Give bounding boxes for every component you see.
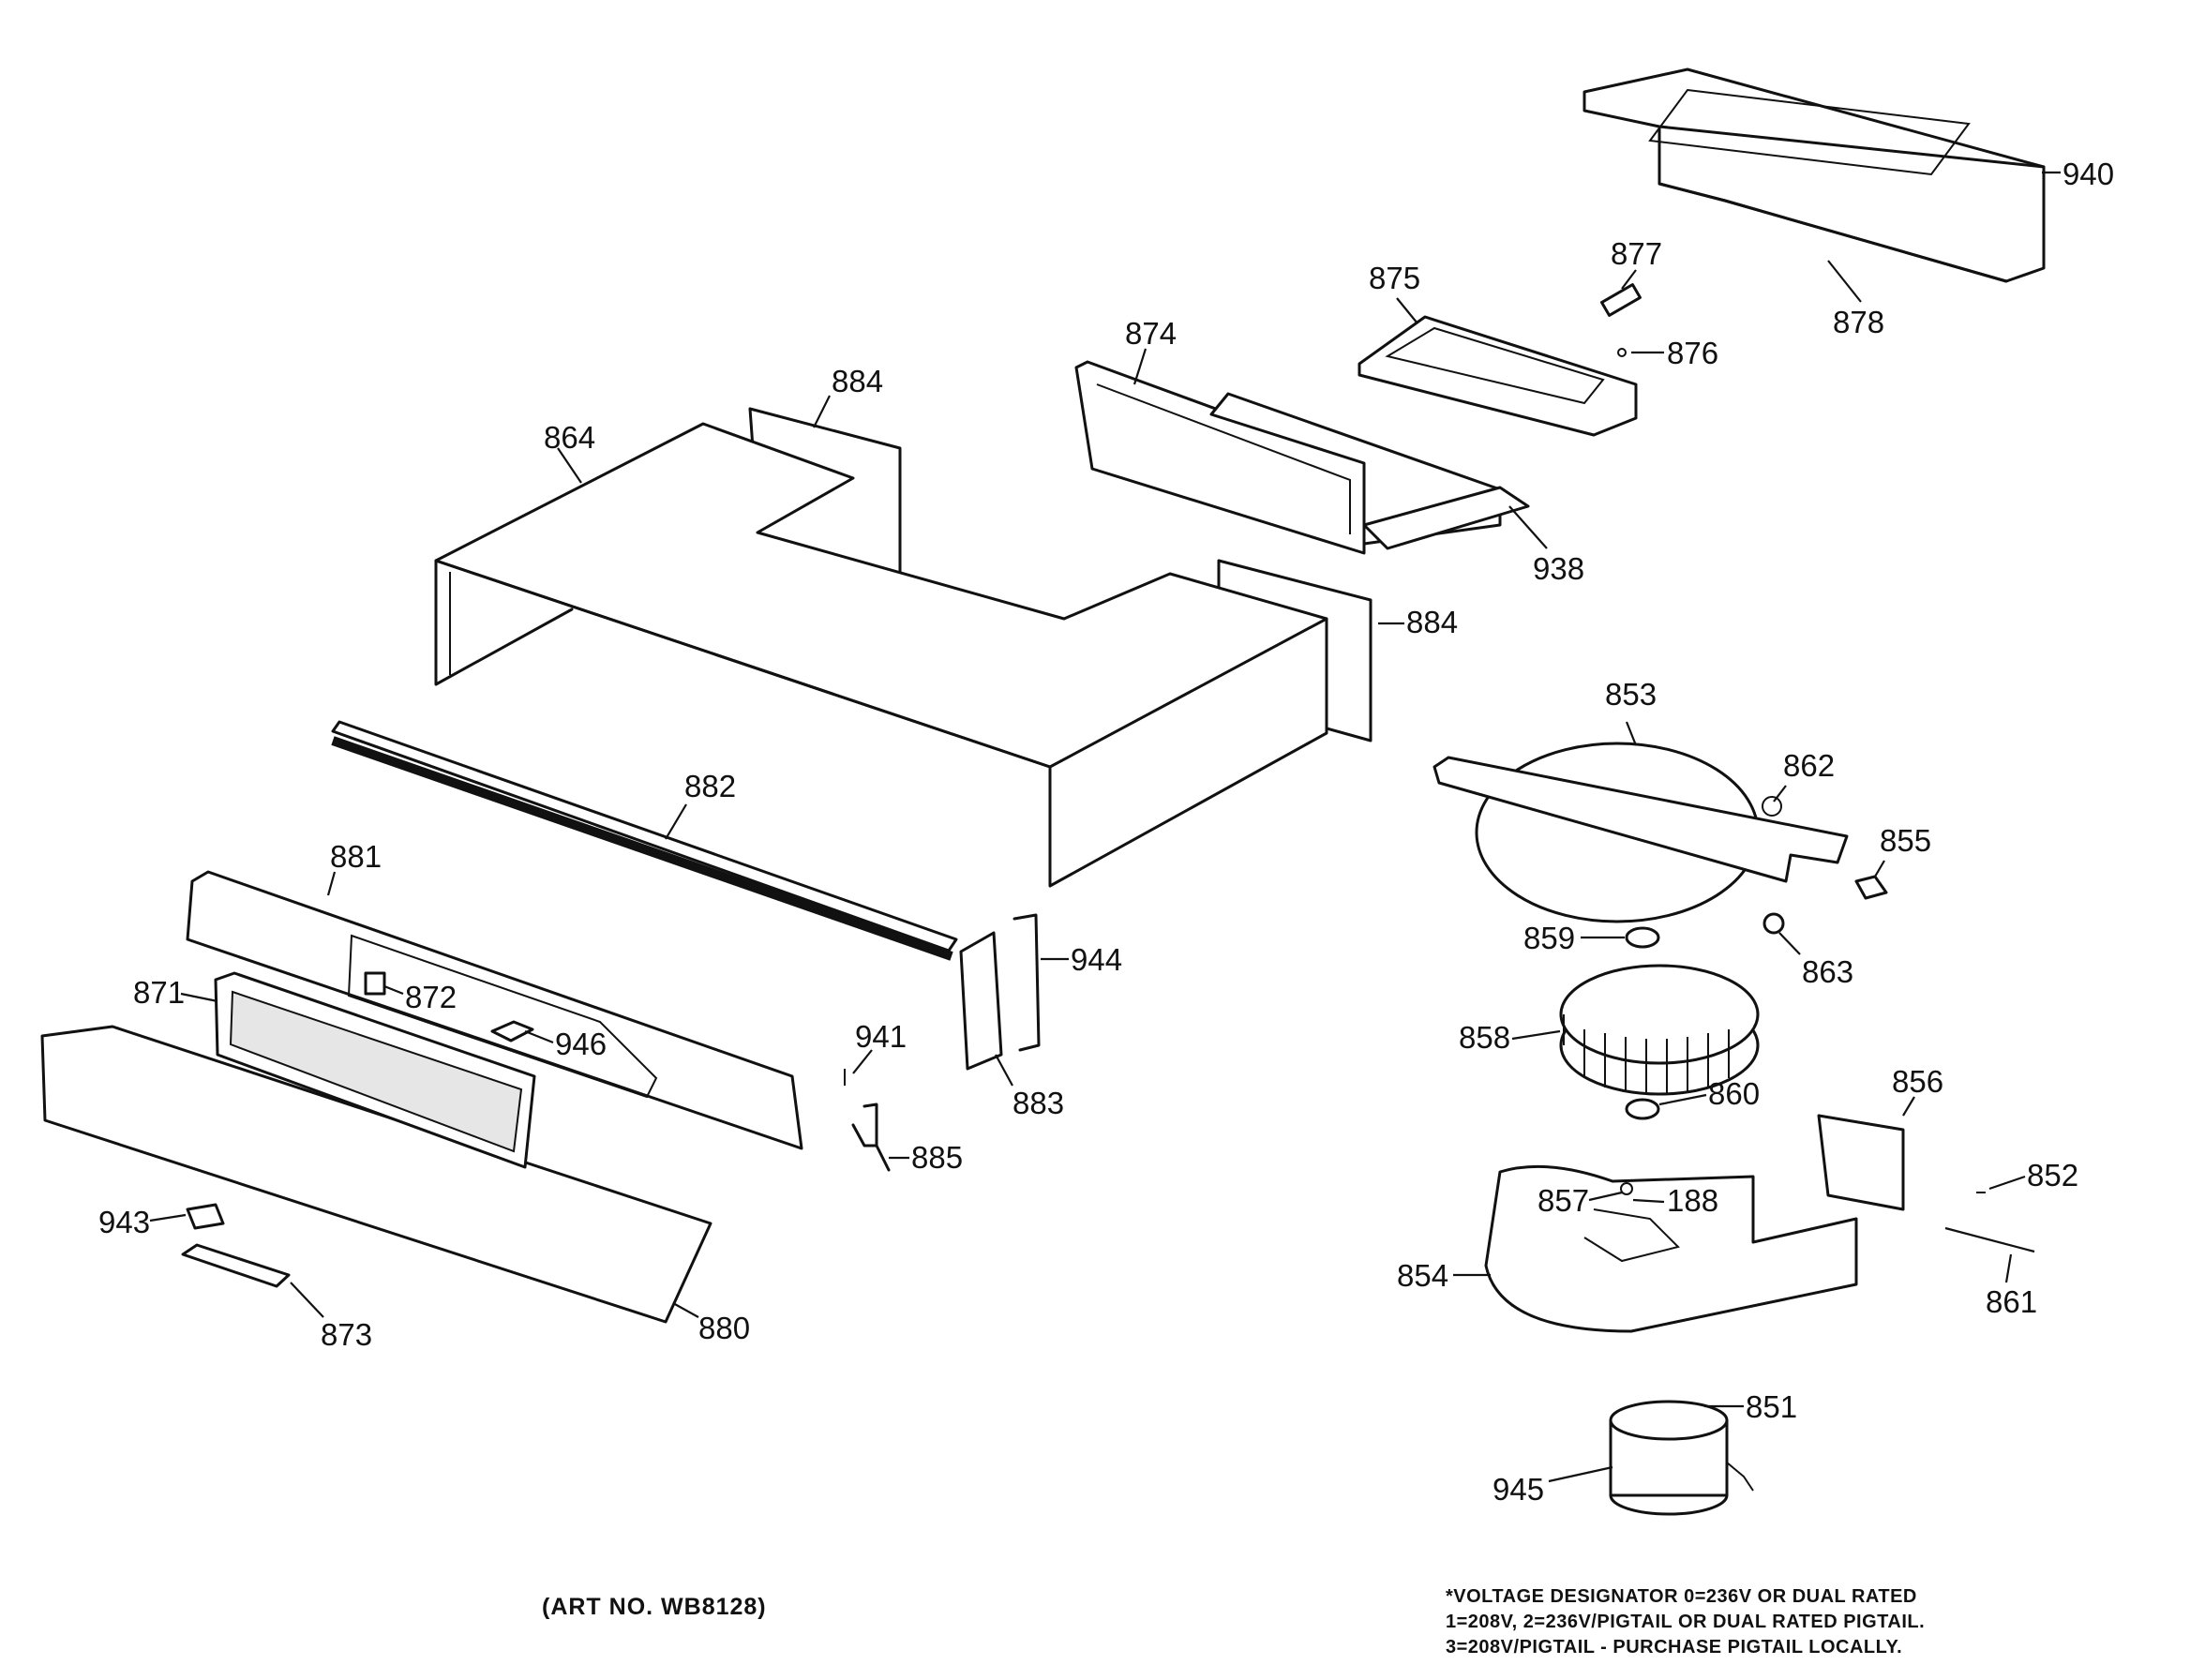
label-863: 863 bbox=[1802, 954, 1853, 989]
label-941: 941 bbox=[855, 1019, 907, 1054]
part-labels: 940 878 877 875 876 874 938 884 884 864 … bbox=[98, 157, 2114, 1507]
part-860-washer bbox=[1625, 1098, 1660, 1120]
leader-lines bbox=[149, 171, 2061, 1483]
label-881: 881 bbox=[330, 839, 382, 874]
part-871-window bbox=[214, 971, 536, 1169]
part-876-screw bbox=[1617, 348, 1627, 357]
label-943: 943 bbox=[98, 1205, 150, 1239]
label-861: 861 bbox=[1986, 1284, 2037, 1319]
label-878: 878 bbox=[1833, 305, 1884, 339]
label-188: 188 bbox=[1667, 1183, 1718, 1218]
label-946: 946 bbox=[555, 1027, 607, 1061]
part-864-cabinet bbox=[434, 422, 1328, 888]
part-880-front-trim bbox=[40, 1025, 712, 1324]
label-852: 852 bbox=[2027, 1158, 2078, 1192]
part-858-blower-wheel bbox=[1559, 964, 1760, 1096]
label-873: 873 bbox=[321, 1317, 372, 1352]
part-877-pin bbox=[1600, 283, 1642, 317]
label-945: 945 bbox=[1492, 1472, 1544, 1507]
voltage-note-line-2: 1=208V, 2=236V/PIGTAIL OR DUAL RATED PIG… bbox=[1446, 1612, 1926, 1632]
label-876: 876 bbox=[1667, 336, 1718, 370]
part-944-handle bbox=[1012, 913, 1041, 1052]
label-855: 855 bbox=[1880, 823, 1931, 858]
part-943-clip bbox=[186, 1203, 225, 1230]
label-872: 872 bbox=[405, 980, 457, 1014]
label-875: 875 bbox=[1369, 261, 1420, 295]
part-863-grommet bbox=[1762, 912, 1785, 935]
label-882: 882 bbox=[684, 769, 736, 803]
label-885: 885 bbox=[911, 1140, 963, 1175]
part-881-control-panel bbox=[186, 870, 803, 1150]
label-874: 874 bbox=[1125, 316, 1177, 351]
label-858: 858 bbox=[1459, 1020, 1510, 1055]
label-877: 877 bbox=[1611, 236, 1662, 271]
part-855-pad bbox=[1854, 875, 1888, 900]
part-883-bracket bbox=[959, 931, 1003, 1071]
label-944: 944 bbox=[1071, 942, 1122, 977]
label-938: 938 bbox=[1533, 551, 1584, 586]
label-853: 853 bbox=[1605, 677, 1657, 712]
label-854: 854 bbox=[1397, 1258, 1448, 1293]
part-940-hood-top bbox=[1582, 68, 2046, 283]
part-851-motor bbox=[1609, 1400, 1754, 1516]
part-872-button bbox=[364, 971, 386, 996]
label-856: 856 bbox=[1892, 1064, 1943, 1099]
label-884-right: 884 bbox=[1406, 605, 1458, 639]
part-875-bracket bbox=[1358, 315, 1638, 437]
part-854-blower-housing bbox=[1484, 1164, 1858, 1333]
part-882-strip bbox=[331, 720, 958, 961]
voltage-designator-note: *VOLTAGE DESIGNATOR 0=236V OR DUAL RATED… bbox=[1446, 1584, 1925, 1660]
label-851: 851 bbox=[1746, 1389, 1797, 1424]
label-860: 860 bbox=[1708, 1076, 1760, 1111]
label-864: 864 bbox=[544, 420, 595, 455]
part-874-housing bbox=[1074, 360, 1530, 555]
part-859-washer bbox=[1625, 926, 1660, 949]
label-859: 859 bbox=[1523, 921, 1575, 955]
label-880: 880 bbox=[698, 1311, 750, 1345]
art-number: (ART NO. WB8128) bbox=[542, 1594, 767, 1620]
part-873-handle bbox=[181, 1243, 291, 1288]
part-853-blower-plate bbox=[1432, 742, 1849, 923]
label-862: 862 bbox=[1783, 748, 1835, 783]
label-940: 940 bbox=[2062, 157, 2114, 191]
part-861-rod bbox=[1944, 1226, 2035, 1253]
label-857: 857 bbox=[1538, 1183, 1589, 1218]
part-946-clip bbox=[490, 1020, 534, 1042]
label-883: 883 bbox=[1012, 1086, 1064, 1120]
part-885-latch bbox=[851, 1102, 891, 1172]
part-856-plate bbox=[1817, 1114, 1905, 1211]
label-884-rear: 884 bbox=[832, 364, 883, 398]
voltage-note-line-1: *VOLTAGE DESIGNATOR 0=236V OR DUAL RATED bbox=[1446, 1586, 1917, 1607]
label-871: 871 bbox=[133, 975, 185, 1010]
voltage-note-line-3: 3=208V/PIGTAIL - PURCHASE PIGTAIL LOCALL… bbox=[1446, 1637, 1903, 1658]
